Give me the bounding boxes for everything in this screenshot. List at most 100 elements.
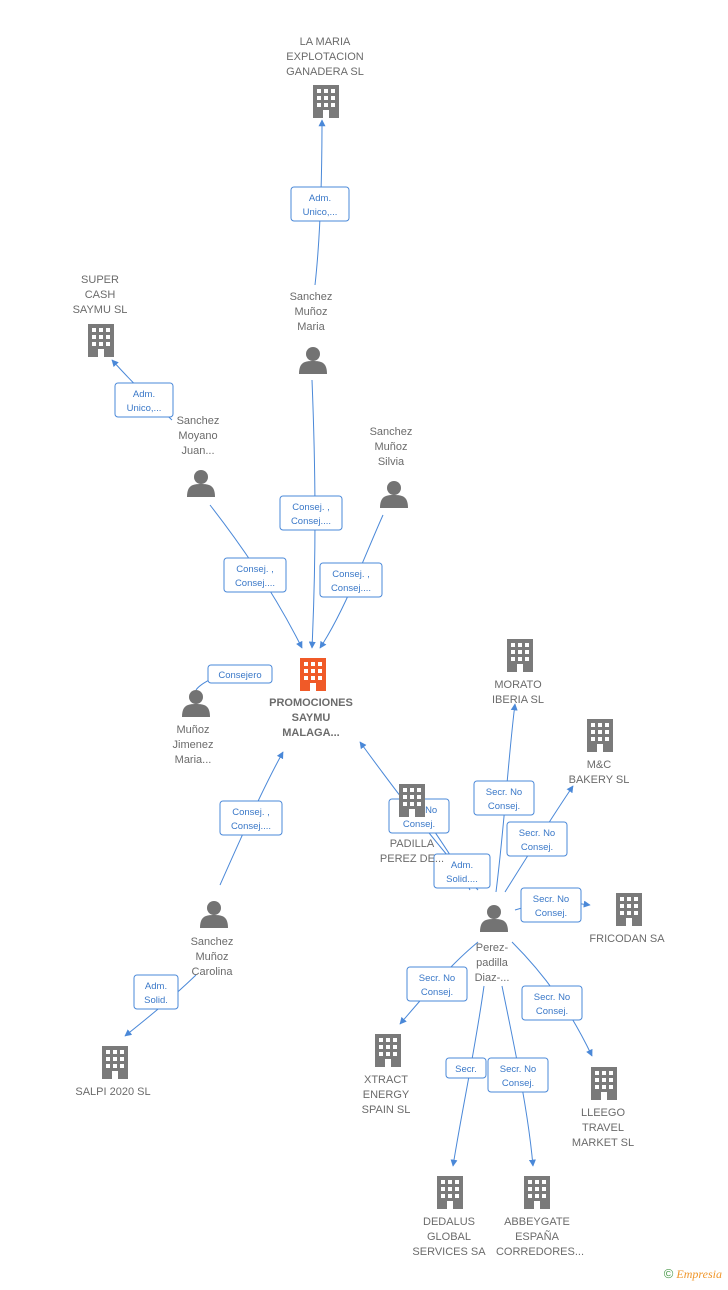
nodes: LA MARIA EXPLOTACION GANADERA SL SUPER C… — [73, 36, 666, 1258]
person-icon — [380, 481, 408, 508]
node-label: padilla — [476, 957, 509, 969]
edge-label-adm-solid-salpi[interactable]: Adm. Solid. — [133, 974, 179, 1010]
node-label: Muñoz — [176, 724, 209, 736]
svg-text:Unico,...: Unico,... — [303, 207, 338, 218]
brand-initial: E — [676, 1267, 684, 1281]
node-label: TRAVEL — [582, 1122, 624, 1134]
node-label: MORATO — [494, 679, 542, 691]
node-label: Jimenez — [173, 739, 214, 751]
node-label: PEREZ DE... — [380, 853, 444, 865]
node-label: ABBEYGATE — [504, 1216, 570, 1228]
company-node-dedalus[interactable]: DEDALUS GLOBAL SERVICES SA — [412, 1176, 486, 1258]
svg-text:Consej....: Consej.... — [291, 516, 331, 527]
brand-name: mpresia — [683, 1267, 722, 1281]
edge-line — [450, 985, 485, 1167]
edge-label-consejero[interactable]: Consejero — [207, 664, 273, 684]
building-icon — [102, 1046, 128, 1079]
company-node-lleego[interactable]: LLEEGO TRAVEL MARKET SL — [572, 1067, 634, 1149]
node-label: Muñoz — [374, 441, 407, 453]
edge-label-consej-moyano[interactable]: Consej. ,Consej.... — [223, 557, 287, 593]
node-label: SUPER — [81, 274, 119, 286]
node-label: LA MARIA — [300, 36, 351, 48]
person-icon — [182, 690, 210, 717]
node-label: PROMOCIONES — [269, 697, 353, 709]
node-label: Diaz-... — [475, 972, 510, 984]
node-label: GANADERA SL — [286, 66, 364, 78]
svg-text:Solid....: Solid.... — [446, 874, 478, 885]
svg-text:Consej. ,: Consej. , — [332, 569, 370, 580]
node-label: Perez- — [476, 942, 509, 954]
edge-label-adm-solid-padilla[interactable]: Adm. Solid.... — [433, 853, 491, 889]
svg-text:Consej.: Consej. — [536, 1006, 568, 1017]
svg-text:Consej. ,: Consej. , — [236, 564, 274, 575]
node-label: Maria... — [175, 754, 212, 766]
svg-text:Adm.: Adm. — [145, 981, 167, 992]
person-node-munoz-jimenez[interactable]: Muñoz Jimenez Maria... — [173, 690, 214, 766]
svg-text:Secr.: Secr. — [455, 1064, 477, 1075]
svg-text:Consej.: Consej. — [521, 842, 553, 853]
person-node-sanchez-munoz-silvia[interactable]: Sanchez Muñoz Silvia — [370, 426, 413, 508]
person-node-sanchez-munoz-maria[interactable]: Sanchez Muñoz Maria — [290, 291, 333, 374]
node-label: PADILLA — [390, 838, 435, 850]
node-label: GLOBAL — [427, 1231, 471, 1243]
node-label: DEDALUS — [423, 1216, 475, 1228]
svg-text:Consej. ,: Consej. , — [232, 807, 270, 818]
person-icon — [480, 905, 508, 932]
company-node-salpi[interactable]: SALPI 2020 SL — [75, 1046, 151, 1098]
person-icon — [187, 470, 215, 497]
node-label: FRICODAN SA — [589, 933, 665, 945]
svg-text:Consej.: Consej. — [488, 801, 520, 812]
building-icon — [399, 784, 425, 817]
edge-label-consej-silvia[interactable]: Consej. , Consej.... — [319, 562, 383, 598]
svg-text:Consej....: Consej.... — [231, 821, 271, 832]
company-node-fricodan[interactable]: FRICODAN SA — [589, 893, 665, 945]
person-icon — [200, 901, 228, 928]
svg-text:Solid.: Solid. — [144, 995, 168, 1006]
brand-logo[interactable]: Empresia — [676, 1267, 722, 1281]
svg-text:Unico,...: Unico,... — [127, 403, 162, 414]
edge-label-consej-maria[interactable]: Consej. , Consej.... — [279, 495, 343, 531]
node-label: Carolina — [192, 966, 234, 978]
edge-label-consej-carolina[interactable]: Consej. , Consej.... — [219, 800, 283, 836]
company-node-padilla[interactable]: PADILLA PEREZ DE... — [380, 784, 444, 865]
company-node-abbeygate[interactable]: ABBEYGATE ESPAÑA CORREDORES... — [496, 1176, 584, 1258]
node-label: ENERGY — [363, 1089, 410, 1101]
edge-labels: Adm.Unico,... Adm.Unico,... Consej. ,Con… — [114, 186, 583, 1093]
node-label: Silvia — [378, 456, 405, 468]
company-node-promociones-main[interactable]: PROMOCIONES SAYMU MALAGA... — [269, 658, 353, 739]
building-icon — [300, 658, 326, 691]
node-label: CORREDORES... — [496, 1246, 584, 1258]
edge-label-secr-dedalus[interactable]: Secr. — [445, 1057, 487, 1079]
svg-text:Secr. No: Secr. No — [419, 973, 455, 984]
company-node-morato[interactable]: MORATO IBERIA SL — [492, 639, 544, 706]
person-node-sanchez-munoz-carolina[interactable]: Sanchez Muñoz Carolina — [191, 901, 234, 978]
building-icon — [313, 85, 339, 118]
edge-label-adm-unico-la-maria[interactable]: Adm.Unico,... — [290, 186, 350, 222]
node-label: SAYMU SL — [73, 304, 128, 316]
svg-text:Adm.: Adm. — [451, 860, 473, 871]
node-label: MALAGA... — [282, 727, 339, 739]
person-node-perez-padilla[interactable]: Perez- padilla Diaz-... — [475, 905, 510, 984]
node-label: Moyano — [178, 430, 217, 442]
svg-text:Consej. ,: Consej. , — [292, 502, 330, 513]
company-node-super-cash[interactable]: SUPER CASH SAYMU SL — [73, 274, 128, 357]
svg-text:Consej....: Consej.... — [331, 583, 371, 594]
company-node-xtract[interactable]: XTRACT ENERGY SPAIN SL — [362, 1034, 411, 1116]
edge-label-adm-unico-super-cash[interactable]: Adm.Unico,... — [114, 382, 174, 418]
node-label: Sanchez — [370, 426, 413, 438]
company-node-mc-bakery[interactable]: M&C BAKERY SL — [569, 719, 630, 786]
node-label: MARKET SL — [572, 1137, 634, 1149]
node-label: SPAIN SL — [362, 1104, 411, 1116]
copyright-symbol: © — [663, 1266, 674, 1281]
svg-text:Consej.: Consej. — [403, 819, 435, 830]
company-node-la-maria[interactable]: LA MARIA EXPLOTACION GANADERA SL — [286, 36, 364, 118]
building-icon — [616, 893, 642, 926]
person-node-sanchez-moyano[interactable]: Sanchez Moyano Juan... — [177, 415, 220, 497]
